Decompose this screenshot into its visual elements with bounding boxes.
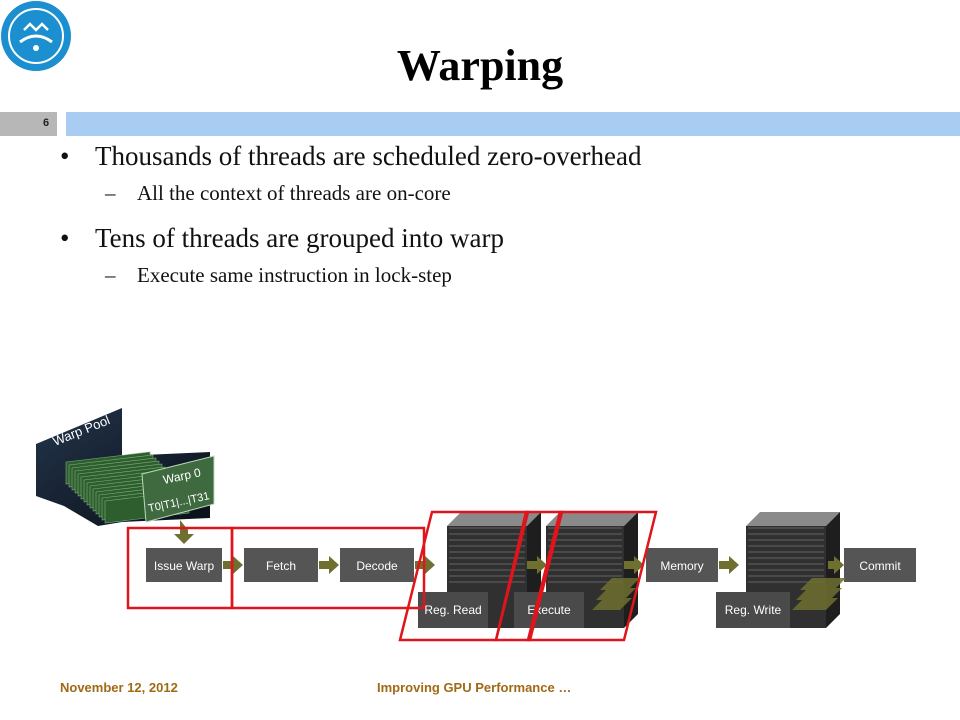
footer-date: November 12, 2012 — [60, 680, 178, 695]
sub-bullet-text: Execute same instruction in lock-step — [137, 263, 452, 287]
dash-icon: – — [105, 181, 116, 205]
reg-read-box — [418, 592, 488, 628]
stage-issue-warp: Issue Warp — [154, 559, 215, 573]
sub-bullet-text: All the context of threads are on-core — [137, 181, 451, 205]
stage-decode: Decode — [356, 559, 398, 573]
execute-box — [514, 592, 584, 628]
bullet-text: Thousands of threads are scheduled zero-… — [95, 141, 642, 171]
arrow-fetch-decode — [319, 556, 339, 574]
bullet-text: Tens of threads are grouped into warp — [95, 223, 504, 253]
highlight-fetch-decode — [230, 526, 426, 610]
slide-number-box — [0, 112, 57, 136]
stage-reg-read: Reg. Read — [424, 603, 481, 617]
pool-arrow — [174, 520, 194, 544]
stage-commit: Commit — [859, 559, 901, 573]
warp-card — [141, 455, 215, 523]
footer-title: Improving GPU Performance … — [377, 680, 572, 695]
bullet-list: • Thousands of threads are scheduled zer… — [60, 140, 940, 304]
bullet-item: • Thousands of threads are scheduled zer… — [60, 140, 940, 172]
reg-write-box — [716, 592, 790, 628]
stage-reg-write: Reg. Write — [725, 603, 782, 617]
warp-stack: Warp 0 T0|T1|...|T31 — [65, 451, 215, 524]
stage-memory: Memory — [660, 559, 703, 573]
arrow-regread-execute — [527, 556, 547, 574]
header-bar — [66, 112, 960, 136]
bullet-item: • Tens of threads are grouped into warp — [60, 222, 940, 254]
arrow-execute-memory — [624, 556, 644, 574]
fetch-box — [244, 548, 318, 582]
decode-box — [340, 548, 414, 582]
warp-pipeline-diagram: Warp Pool Warp 0 T0|T1|...|T31 — [36, 408, 916, 642]
highlight-execute-b — [526, 510, 658, 642]
arrow-regwrite-commit — [828, 556, 844, 574]
slide-title: Warping — [396, 41, 564, 90]
slide-number: 6 — [43, 117, 50, 129]
issue-warp-box — [146, 548, 222, 582]
university-logo — [1, 1, 71, 71]
sub-bullet-item: – Execute same instruction in lock-step — [60, 262, 940, 288]
arrow-memory-regwrite — [719, 556, 739, 574]
stage-fetch: Fetch — [266, 559, 296, 573]
commit-box — [844, 548, 916, 582]
memory-box — [646, 548, 718, 582]
bullet-dot-icon: • — [60, 141, 70, 171]
bullet-dot-icon: • — [60, 223, 70, 253]
dash-icon: – — [105, 263, 116, 287]
sub-bullet-item: – All the context of threads are on-core — [60, 180, 940, 206]
